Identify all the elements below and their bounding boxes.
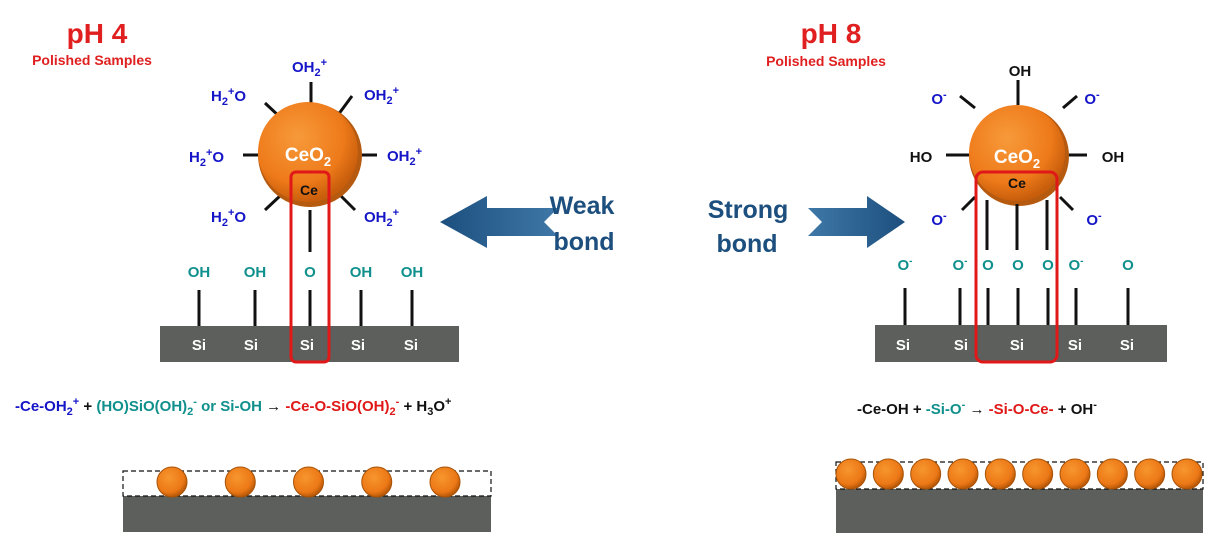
right-ligand-upper-right: O- [1084,89,1100,108]
left-si-atom: Si [351,337,365,354]
ceo2-deposit-particle [1096,458,1128,490]
ceo2-deposit-particle [835,458,867,490]
weak-bond-label-1: Weak [550,192,615,220]
ceo2-deposit-particle [156,466,188,498]
left-ligand-right: OH2+ [387,146,422,168]
right-bond-highlight-box [974,170,1059,364]
left-si-atom: Si [404,337,418,354]
right-surface-group: O [1042,257,1054,274]
left-ce-atom-label: Ce [300,182,318,198]
left-si-atom: Si [192,337,206,354]
right-surface-group: O- [952,256,967,274]
ceo2-deposit-particle [910,458,942,490]
right-ligand-lower-left: O- [931,210,947,229]
right-ligand-lower-right: O- [1086,210,1102,229]
right-arrow-icon [808,196,905,248]
right-si-o-bonds [903,288,1130,325]
right-bottom-substrate [836,489,1203,533]
right-surface-group: O [982,257,994,274]
left-panel: pH 4 Polished Samples CeO2 Ce OH2+ OH2+ … [15,18,492,532]
right-panel: pH 8 Polished Samples CeO2 Ce OH HO OH O… [766,18,1204,533]
left-ligand-lower-left: H2+O [211,207,246,229]
left-deposit-particles [156,466,461,498]
ceo2-deposit-particle [224,466,256,498]
right-surface-group: O [1012,257,1024,274]
ceo2-deposit-particle [1171,458,1203,490]
strong-bond-arrow: Strong bond [708,196,905,258]
right-si-atom: Si [896,337,910,354]
left-ligand-bonds [243,82,377,212]
right-si-atom: Si [954,337,968,354]
right-ligand-left: HO [910,149,933,166]
right-equation: -Ce-OH + -Si-O- → -Si-O-Ce- + OH- [857,399,1097,418]
left-ceo2-particle [258,102,358,202]
ceo2-deposit-particle [1134,458,1166,490]
left-surface-group: OH [350,264,373,281]
ceo2-deposit-particle [1022,458,1054,490]
right-surface-group: O- [1068,256,1083,274]
right-si-atom: Si [1120,337,1134,354]
left-ligand-upper-left: H2+O [211,86,246,108]
right-subtitle: Polished Samples [766,53,886,69]
left-arrow-icon [440,196,558,248]
right-surface-group: O- [897,256,912,274]
right-particle-label: CeO2 [994,147,1040,171]
right-ligand-upper-left: O- [931,89,947,108]
right-deposit-layer [835,461,1204,490]
left-ligand-left: H2+O [189,147,224,169]
strong-bond-label-1: Strong [708,196,789,224]
left-si-atom: Si [244,337,258,354]
ceo2-deposit-particle [984,458,1016,490]
right-ce-o-bonds [985,200,1049,250]
right-ligand-bonds [946,80,1087,212]
left-si-atom: Si [300,337,314,354]
left-substrate [160,326,459,362]
ceo2-deposit-particle [429,466,461,498]
left-ligand-upper-right: OH2+ [364,85,399,107]
right-si-atom: Si [1010,337,1024,354]
left-bottom-substrate [123,496,491,532]
ceo2-deposit-particle [1059,458,1091,490]
left-surface-group: OH [401,264,424,281]
right-ligand-right: OH [1102,149,1125,166]
ceo2-deposit-particle [947,458,979,490]
ceo2-deposit-particle [293,466,324,498]
left-subtitle: Polished Samples [32,52,152,68]
left-particle-label: CeO2 [285,145,331,169]
right-si-atom: Si [1068,337,1082,354]
left-title: pH 4 [67,18,128,49]
weak-bond-arrow: Weak bond [440,192,615,256]
ceo2-deposit-particle [361,466,393,498]
weak-bond-label-2: bond [553,228,614,256]
left-bond-highlight-box [289,170,331,364]
right-substrate [875,325,1167,362]
left-ligand-lower-right: OH2+ [364,207,399,229]
right-ligand-top: OH [1009,63,1032,80]
right-deposit-particles [835,458,1203,490]
right-ce-atom-label: Ce [1008,175,1026,191]
left-surface-group: OH [244,264,267,281]
left-surface-group: O [304,264,316,281]
strong-bond-label-2: bond [716,230,777,258]
left-si-o-bonds [197,290,414,326]
left-surface-group: OH [188,264,211,281]
left-equation: -Ce-OH2+ + (HO)SiO(OH)2- or Si-OH → -Ce-… [15,396,451,418]
ceo2-deposit-particle [872,458,904,490]
left-ligand-top: OH2+ [292,57,327,79]
right-ceo2-particle [969,105,1065,201]
right-surface-group: O [1122,257,1134,274]
right-title: pH 8 [801,18,862,49]
